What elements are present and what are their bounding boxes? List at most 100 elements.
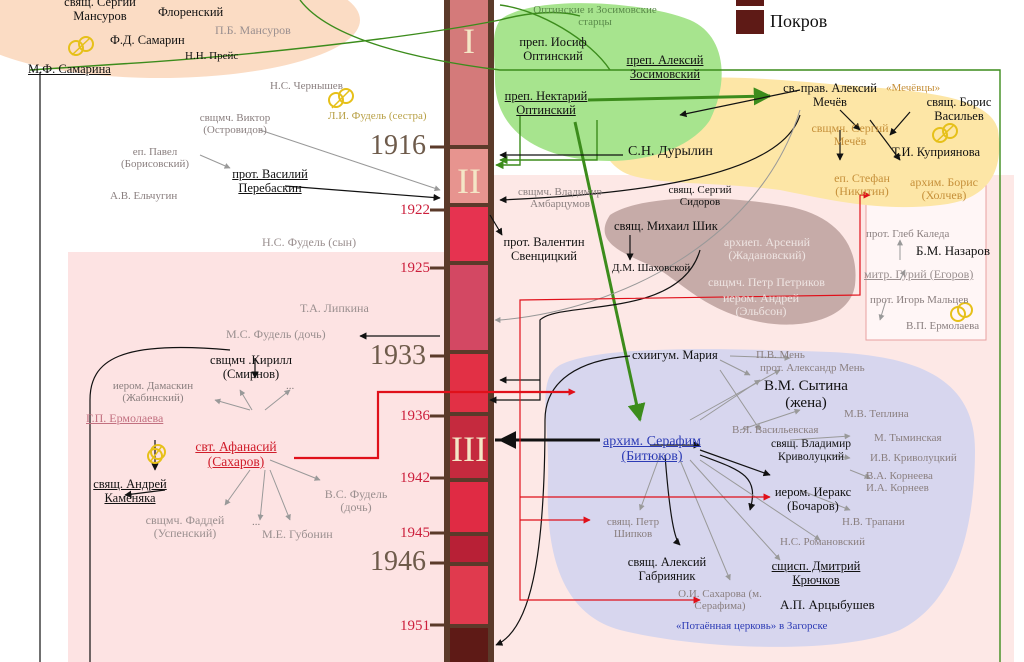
timeline-period-3a [450,416,488,478]
person-romanovsky: Н.С. Романовский [780,536,865,548]
ellipsis-1: ... [286,380,295,392]
person-boris-vasilyev: свящ. Борис Васильев [926,95,992,123]
person-iosif: преп. Иосиф Оптинский [519,35,587,63]
person-vladimir-ambartsumov: свщмч. Владимир Амбарцумов [517,186,603,211]
person-aleksiy-mechev: св. прав. Алексий Мечёв [783,81,877,109]
person-boris-kholchev: архим. Борис (Холчев) [910,175,978,203]
person-arseniy: архиеп. Арсений (Жадановский) [723,235,811,263]
person-gabriyanik: свящ. Алексий Габрияник [627,555,707,583]
person-mariya: схиигум. Мария [632,348,718,362]
person-sventsitsky: прот. Валентин Свенцицкий [503,235,585,263]
person-sergiy-mechev: свщмч. Сергий Мечёв [811,121,889,149]
timeline-period-3b [450,482,488,532]
person-sergiy-mansurov: свящ. Сергий Мансуров [64,0,136,23]
person-sidorov: свящ. Сергий Сидоров [668,184,732,209]
person-korneev: И.А. Корнеев [866,482,929,494]
region-top-left [0,0,360,78]
person-nazarov: Б.М. Назаров [916,243,990,258]
person-nektariy[interactable]: преп. Нектарий Оптинский [504,89,588,117]
person-viktor: свщмч. Виктор (Островидов) [199,112,271,137]
person-fudel-sister: Л.И. Фудель (сестра) [328,110,427,122]
person-afanasiy[interactable]: свт. Афанасий (Сахаров) [195,439,277,469]
timeline-period-3c [450,536,488,562]
person-aleksiy-zosimovsky[interactable]: преп. Алексий Зосимовский [626,53,704,81]
person-fudel-vs: В.С. Фудель (дочь) [324,487,388,515]
person-maltsev: прот. Игорь Мальцев [870,294,969,306]
person-trapani: Н.В. Трапани [842,516,905,528]
region-shik [604,198,856,325]
year-1936: 1936 [400,408,430,424]
year-1946: 1946 [370,546,426,577]
person-fudel-son: Н.С. Фудель (сын) [262,235,357,249]
period-2-label: II [457,161,481,201]
person-kirill: свщмч .Кирилл (Смирнов) [210,353,292,381]
year-1942: 1942 [400,470,430,486]
person-sakharova: О.И. Сахарова (м. Серафима) [678,588,762,613]
person-faddey: свщмч. Фаддей (Успенский) [145,513,225,541]
ellipsis-2: ... [252,516,261,528]
person-tyminskaya: М. Тыминская [874,432,942,444]
legend-pokrov-label: Покров [770,11,828,31]
person-teplina: М.В. Теплина [844,408,909,420]
person-mikhail-shik: свящ. Михаил Шик [614,219,718,233]
person-ermolaeva-vp: В.П. Ермолаева [906,320,980,332]
year-1922: 1922 [400,202,430,218]
year-1951: 1951 [400,618,430,634]
person-gubonin: М.Е. Губонин [262,527,333,541]
person-fudel-daughter: М.С. Фудель (дочь) [226,327,326,341]
person-elchugin: А.В. Ельчугин [110,190,178,202]
zagorsk-caption: «Потаённая церковь» в Загорске [676,620,828,632]
person-samarina-mf[interactable]: М.Ф. Самарина [28,62,111,76]
region-zagorsk [545,349,975,647]
year-1945: 1945 [400,525,430,541]
person-petrikov: свщмч. Петр Петриков [708,275,825,289]
person-durylin: С.Н. Дурылин [628,144,713,159]
person-guriy[interactable]: митр. Гурий (Егоров) [864,267,974,281]
timeline-period-2d [450,354,488,412]
region-left-lower [68,252,448,662]
person-kryuchkov[interactable]: сщисп. Дмитрий Крючков [771,559,861,587]
person-sytina: В.М. Сытина (жена) [764,378,848,411]
person-serafim[interactable]: архим. Серафим (Битюков) [603,434,701,465]
period-3-label: III [451,429,487,469]
person-andrey-kamenyaka[interactable]: свящ. Андрей Каменяка [93,477,167,505]
optina-title: Оптинские и Зосимовские старцы [533,4,657,29]
year-1933: 1933 [370,340,426,371]
person-samarin-fd: Ф.Д. Самарин [110,33,185,47]
person-pavel: еп. Павел (Борисовский) [120,146,190,171]
person-krivolutsky-v: свящ. Владимир Криволуцкий [771,438,851,463]
person-krivolutsky-iv: И.В. Криволуцкий [870,452,957,464]
person-damaskin: иером. Дамаскин (Жабинский) [112,380,194,405]
person-men-pv: П.В. Мень [756,349,805,361]
person-kupriyanova: Т.И. Куприянова [892,145,981,159]
person-andrey-elbson: иером. Андрей (Эльбсон) [722,291,800,319]
person-perebaskin[interactable]: прот. Василий Перебаскин [232,167,308,195]
person-florensky: Флоренский [158,5,224,19]
person-ermolaeva-gp[interactable]: Г.П. Ермолаева [86,411,164,425]
person-men-aleksandr: прот. Александр Мень [760,362,865,374]
person-shakhovskoy: Д.М. Шаховской [612,262,691,274]
period-1-label: I [463,21,475,61]
person-mansurov-pb: П.Б. Мансуров [215,23,291,37]
person-lipkina: Т.А. Липкина [300,301,369,315]
timeline-period-2a [450,149,488,203]
year-1916: 1916 [370,130,426,161]
person-stefan: еп. Стефан (Никитин) [834,171,890,199]
person-ierax: иером. Иеракс (Бочаров) [774,485,852,513]
legend-pokrov-swatch [736,10,764,34]
person-petr-shipkov: свящ. Петр Шипков [606,516,660,541]
mechevtsy-title: «Мечёвцы» [886,82,941,94]
timeline-pokrov [450,628,488,662]
timeline-period-3d [450,566,488,624]
timeline-period-2b [450,207,488,261]
person-gleb-kaleda: прот. Глеб Каледа [866,228,950,240]
person-chernyshev: Н.С. Чернышев [270,80,343,92]
timeline-period-2c [450,265,488,350]
person-vasilevskaya: В.Я. Васильевская [732,424,819,436]
person-artsybushev: А.П. Арцыбушев [780,597,875,612]
person-preys: Н.Н. Прейс [185,50,239,62]
person-korneeva: В.А. Корнеева [866,470,933,482]
region-optina [493,3,722,161]
year-1925: 1925 [400,260,430,276]
